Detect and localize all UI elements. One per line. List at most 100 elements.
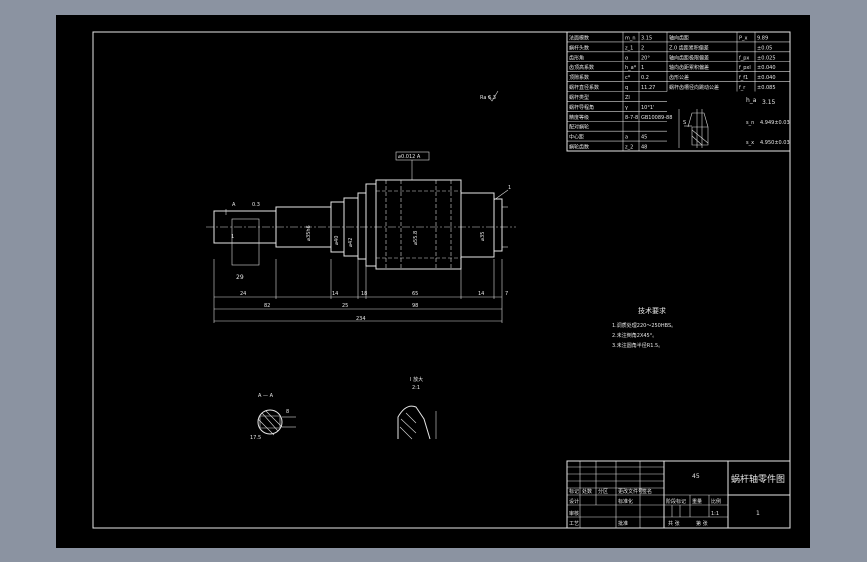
title-block: 标记 处数 分区 更改文件号 签名 设计 标准化 审核 工艺 批准 45 阶段标: [566, 460, 791, 529]
tb-weight: 重量: [692, 498, 702, 505]
svg-text:⌀42: ⌀42: [348, 238, 354, 247]
dim-82: 82: [264, 303, 270, 309]
dim-98: 98: [412, 303, 418, 309]
param-cell: α: [625, 55, 629, 61]
param-cell: 0.2: [641, 75, 649, 81]
sx-value: 4.950±0.03: [760, 140, 790, 146]
param-cell: 9.89: [757, 35, 768, 41]
shaft-main-view: 29 1: [206, 151, 516, 323]
svg-text:0.3: 0.3: [252, 202, 260, 208]
dim-14b: 14: [478, 291, 484, 297]
param-cell: 中心距: [569, 134, 584, 141]
tb-material: 45: [692, 473, 700, 480]
note-3: 3.未注圆角半径R1.5。: [612, 342, 663, 349]
param-cell: f_r: [739, 85, 746, 91]
param-cell: 轴向齿距: [669, 34, 689, 41]
param-cell: 11.27: [641, 85, 655, 91]
param-cell: ZI: [625, 95, 630, 101]
dim-65: 65: [412, 291, 418, 297]
param-cell: c*: [625, 75, 631, 81]
svg-text:29: 29: [236, 274, 244, 281]
tb-stage: 阶段标记: [666, 498, 686, 505]
geometric-tolerance-frame: ⌀0.012 A: [398, 154, 421, 160]
leader-label-1: 1: [508, 185, 511, 191]
param-cell: ±0.085: [757, 85, 776, 91]
param-cell: 轴向齿距极限偏差: [669, 54, 709, 61]
param-cell: 齿形角: [569, 54, 584, 61]
svg-text:1: 1: [231, 234, 234, 240]
svg-text:⌀40: ⌀40: [334, 236, 340, 245]
param-cell: P_x: [739, 35, 748, 41]
tb-role-standard: 标准化: [618, 498, 633, 505]
param-cell: 配对蜗轮: [569, 124, 589, 131]
tb-label-mark: 标记: [569, 488, 579, 495]
param-cell: 蜗杆导程角: [569, 104, 594, 111]
svg-text:⌀55.8: ⌀55.8: [413, 231, 419, 245]
param-cell: 8-7-8: [625, 115, 638, 121]
tb-total-sheets: 共 张: [668, 520, 680, 527]
detail-view-i: I 放大 2:1: [397, 376, 437, 440]
dim-25: 25: [342, 303, 348, 309]
detail-scale: 2:1: [412, 385, 420, 391]
note-2: 2.未注倒角2X45°。: [612, 332, 657, 339]
param-cell: ±0.05: [757, 45, 772, 51]
param-cell: f_pxl: [739, 65, 751, 71]
drawing-border: [92, 31, 791, 529]
param-cell: GB10089-88: [641, 115, 672, 121]
param-cell: z_2: [625, 145, 633, 151]
param-cell: 1: [641, 65, 644, 71]
dim-24: 24: [240, 291, 246, 297]
dim-18: 18: [361, 291, 367, 297]
param-cell: 2: [641, 45, 644, 51]
param-cell: Z.0 齿距累积偏差: [669, 44, 709, 51]
ha-value: 3.15: [762, 99, 776, 106]
param-cell: 3.15: [641, 35, 652, 41]
param-cell: h_a*: [625, 65, 637, 71]
param-cell: γ: [625, 105, 628, 111]
param-cell: 20°: [641, 55, 650, 61]
tb-label-sign: 签名: [642, 488, 652, 495]
param-cell: 10°1': [641, 105, 654, 111]
parameter-side-values: h_a 3.15 s_n 4.949±0.03 s_x 4.950±0.03: [746, 97, 790, 146]
tb-sheet-no: 第 张: [696, 520, 708, 527]
technical-notes: 技术要求 1.调质处理220～250HBS。 2.未注倒角2X45°。 3.未注…: [612, 306, 676, 349]
section-view-a: A — A 8 17.5: [250, 393, 296, 441]
tb-role-review: 审核: [569, 510, 579, 517]
dim-total: 234: [356, 316, 366, 322]
dim-14: 14: [332, 291, 338, 297]
svg-text:8: 8: [286, 409, 289, 415]
tb-label-count: 处数: [582, 488, 592, 495]
ha-label: h_a: [746, 97, 757, 104]
tb-role-approve: 批准: [618, 520, 628, 527]
detail-label: I 放大: [410, 376, 423, 383]
roughness-label: Ra 6.3: [480, 95, 496, 101]
svg-text:S: S: [683, 120, 686, 126]
dim-7: 7: [505, 291, 508, 297]
param-cell: 轴向齿距累积偏差: [669, 64, 709, 71]
note-1: 1.调质处理220～250HBS。: [612, 322, 676, 329]
tb-scale-label: 比例: [711, 498, 721, 505]
param-cell: 顶隙系数: [569, 74, 589, 81]
param-cell: z_1: [625, 45, 633, 51]
param-cell: ±0.025: [757, 55, 776, 61]
param-cell: 齿顶高系数: [569, 64, 594, 71]
param-cell: ±0.040: [757, 75, 776, 81]
tb-role-design: 设计: [569, 498, 579, 505]
section-a-label: A — A: [258, 393, 274, 399]
sn-value: 4.949±0.03: [760, 120, 790, 126]
drawing-title: 蜗杆轴零件图: [731, 473, 785, 485]
param-cell: m_n: [625, 35, 636, 41]
param-cell: q: [625, 85, 628, 91]
param-cell: ±0.040: [757, 65, 776, 71]
svg-text:A: A: [232, 202, 236, 208]
tooth-profile-sketch: S: [678, 109, 709, 148]
param-cell: f_f1: [739, 75, 748, 81]
param-cell: 精度等级: [569, 114, 589, 121]
roughness-symbol: Ra 6.3: [480, 90, 499, 102]
param-cell: 齿形公差: [669, 74, 689, 81]
param-cell: 蜗杆齿槽径向跳动公差: [669, 84, 719, 91]
